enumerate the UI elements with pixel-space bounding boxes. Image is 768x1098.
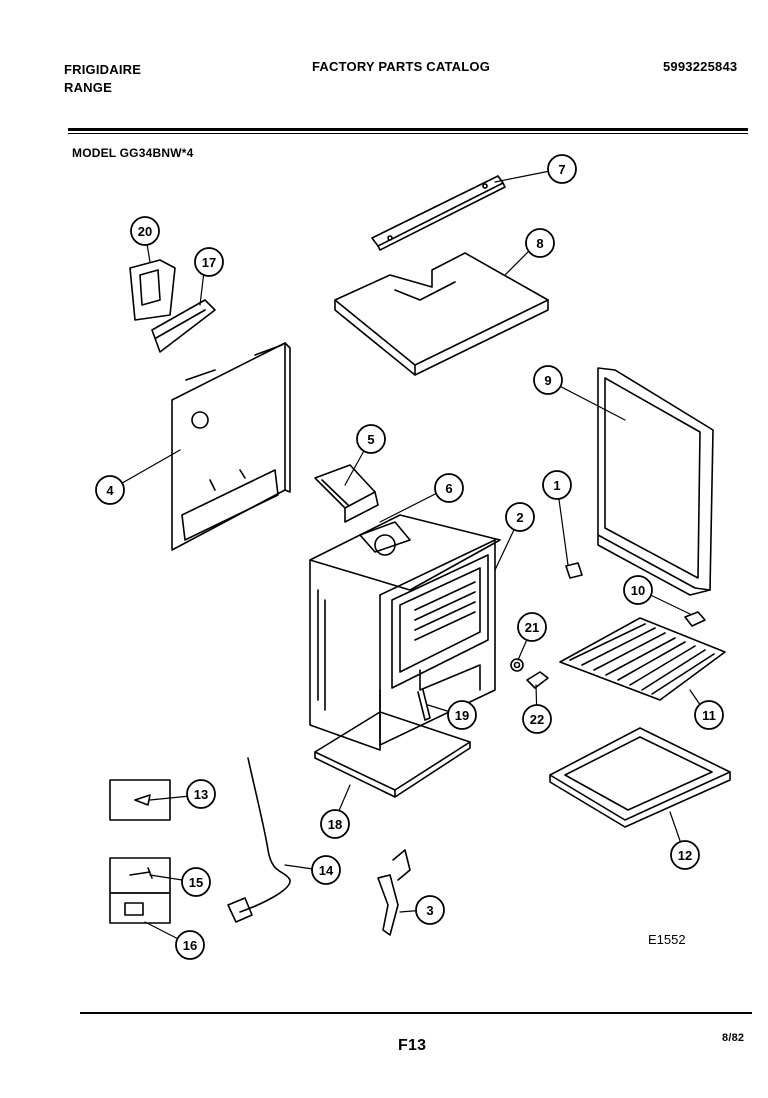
callout-1: 1 xyxy=(553,478,560,493)
figure-id: E1552 xyxy=(648,932,686,947)
catalog-number: 5993225843 xyxy=(663,59,738,74)
callout-6: 6 xyxy=(445,481,452,496)
part-2-oven-body xyxy=(309,514,501,751)
callout-12: 12 xyxy=(678,848,692,863)
part-18-bottom-panel xyxy=(314,711,471,798)
callout-2: 2 xyxy=(516,510,523,525)
brand-name: FRIGIDAIRE xyxy=(64,62,142,77)
callout-3: 3 xyxy=(426,903,433,918)
callout-8: 8 xyxy=(536,236,543,251)
callout-20: 20 xyxy=(138,224,152,239)
part-14-power-cord xyxy=(227,757,291,923)
part-21-nut xyxy=(510,658,524,672)
catalog-title: FACTORY PARTS CATALOG xyxy=(312,59,491,74)
callout-11: 11 xyxy=(702,708,716,723)
part-15-screw-box xyxy=(109,857,171,894)
revision-date: 8/82 xyxy=(722,1032,745,1044)
callout-5: 5 xyxy=(367,432,374,447)
product-name: RANGE xyxy=(64,80,112,95)
header-rule-thin xyxy=(68,133,748,134)
part-9-door-frame xyxy=(597,367,714,596)
part-19-clip xyxy=(417,689,431,721)
part-20-bracket xyxy=(129,259,176,321)
part-7-top-rail xyxy=(371,175,506,251)
part-12-broiler-pan xyxy=(549,727,731,828)
page-number: F13 xyxy=(398,1037,427,1054)
part-16-clip-box xyxy=(109,892,171,924)
part-17-trim xyxy=(151,299,216,353)
header-rule xyxy=(68,128,748,131)
callout-13: 13 xyxy=(194,787,208,802)
part-13-bolt-box xyxy=(109,779,171,821)
leader-lines xyxy=(109,169,708,946)
callout-22: 22 xyxy=(530,712,544,727)
callout-labels: 7 8 20 17 4 5 6 2 9 1 10 21 22 19 11 12 … xyxy=(106,162,715,953)
model-label: MODEL GG34BNW*4 xyxy=(72,146,194,160)
callout-21: 21 xyxy=(525,620,539,635)
part-5-bracket xyxy=(314,464,379,523)
callout-10: 10 xyxy=(631,583,645,598)
part-11-oven-rack xyxy=(559,617,726,701)
part-10-rack-support xyxy=(684,611,706,627)
part-22-knob xyxy=(526,671,549,689)
callout-circles xyxy=(95,154,724,960)
callout-4: 4 xyxy=(106,483,114,498)
footer-rule xyxy=(80,1012,752,1014)
part-8-top-panel xyxy=(334,252,549,376)
callout-16: 16 xyxy=(183,938,197,953)
part-1-latch xyxy=(565,562,583,579)
callout-7: 7 xyxy=(558,162,565,177)
callout-18: 18 xyxy=(328,817,342,832)
callout-9: 9 xyxy=(544,373,551,388)
callout-19: 19 xyxy=(455,708,469,723)
part-4-side-panel xyxy=(171,342,291,551)
part-3-hook xyxy=(377,849,411,936)
callout-14: 14 xyxy=(319,863,334,878)
callout-17: 17 xyxy=(202,255,216,270)
callout-15: 15 xyxy=(189,875,203,890)
